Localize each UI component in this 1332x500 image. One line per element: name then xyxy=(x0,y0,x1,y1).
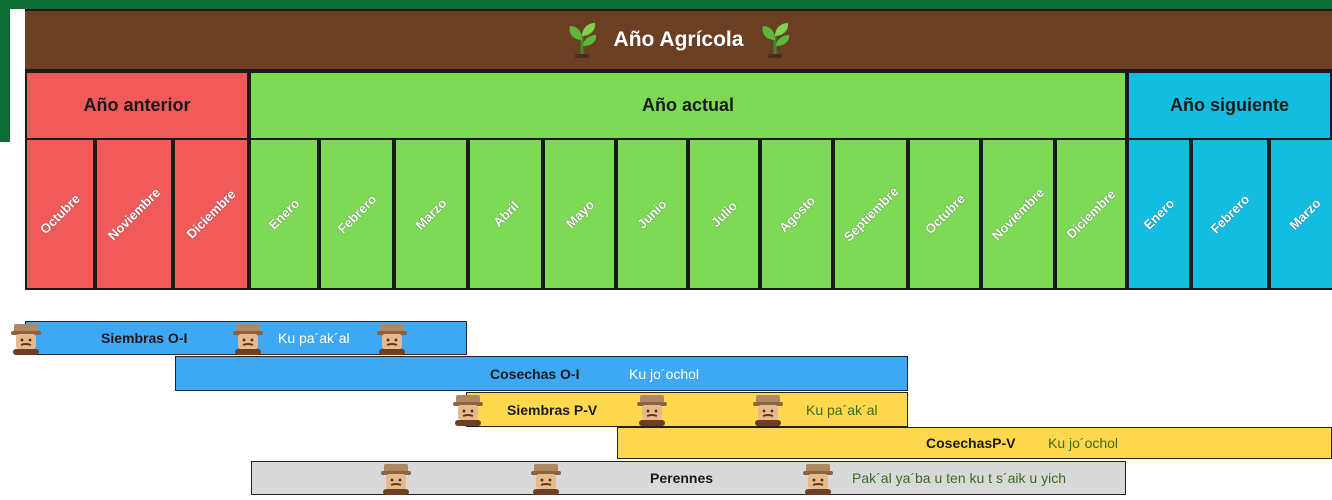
month-cell-octubre: Octubre xyxy=(25,140,95,290)
month-label: Marzo xyxy=(1285,195,1324,233)
farmer-face-icon xyxy=(752,392,784,426)
month-cell-noviembre: Noviembre xyxy=(95,140,173,290)
farmer-face-icon xyxy=(380,461,412,495)
header-current-label: Año actual xyxy=(641,95,734,115)
bar-label: Cosechas O-I xyxy=(490,365,580,382)
month-label: Enero xyxy=(1140,195,1178,233)
bar-maya-text: Ku pa´ak´al xyxy=(278,330,350,346)
header-prev-label: Año anterior xyxy=(83,95,191,115)
month-cell-enero: Enero xyxy=(1127,140,1191,290)
month-cell-agosto: Agosto xyxy=(760,140,833,290)
month-cell-abril: Abril xyxy=(468,140,543,290)
bar-label: CosechasP-V xyxy=(926,435,1016,451)
month-label: Octubre xyxy=(921,191,968,237)
month-cell-septiembre: Septiembre xyxy=(833,140,908,290)
month-cell-enero: Enero xyxy=(249,140,319,290)
header-prev-year: Año anterior xyxy=(25,71,249,140)
farmer-face-icon xyxy=(636,392,668,426)
month-label: Febrero xyxy=(1207,191,1253,237)
month-cell-octubre: Octubre xyxy=(908,140,981,290)
farmer-face-icon xyxy=(452,392,484,426)
seedling-icon xyxy=(762,23,790,58)
bar-maya-text: Ku jo´ochol xyxy=(1048,435,1119,451)
bar-maya-text: Ku jo´ochol xyxy=(629,365,700,382)
month-label: Junio xyxy=(634,196,670,232)
bar-label: Siembras O-I xyxy=(101,330,188,346)
month-label: Abril xyxy=(489,198,522,230)
month-label: Marzo xyxy=(412,195,450,233)
header-next-year: Año siguiente xyxy=(1127,71,1332,140)
bar-maya-text: Pak´al ya´ba u ten ku t s´aik u yich xyxy=(852,470,1066,486)
month-cell-marzo: Marzo xyxy=(394,140,468,290)
month-label: Octubre xyxy=(37,191,83,237)
month-label: Agosto xyxy=(775,192,818,236)
bar-siembras-pv: Siembras P-V Ku pa´ak´al xyxy=(466,392,908,427)
month-cell-febrero: Febrero xyxy=(319,140,394,290)
month-label: Julio xyxy=(707,197,741,231)
month-label: Mayo xyxy=(562,196,597,232)
farmer-face-icon xyxy=(232,321,264,355)
title-bar: Año Agrícola xyxy=(25,9,1332,71)
month-label: Noviembre xyxy=(104,184,164,244)
farmer-face-icon xyxy=(530,461,562,495)
month-cell-marzo: Marzo xyxy=(1269,140,1332,290)
farmer-face-icon xyxy=(802,461,834,495)
bar-cosechas-pv: CosechasP-V Ku jo´ochol xyxy=(617,427,1332,459)
left-green-strip xyxy=(0,0,10,142)
farmer-face-icon xyxy=(376,321,408,355)
farmer-face-icon xyxy=(10,321,42,355)
bar-label: Siembras P-V xyxy=(507,401,598,418)
page-title: Año Agrícola xyxy=(613,28,744,51)
month-label: Noviembre xyxy=(988,184,1048,244)
month-label: Septiembre xyxy=(840,183,901,245)
month-cell-diciembre: Diciembre xyxy=(1055,140,1127,290)
header-current-year: Año actual xyxy=(249,71,1127,140)
month-label: Enero xyxy=(265,195,303,233)
month-cell-julio: Julio xyxy=(688,140,760,290)
bar-maya-text: Ku pa´ak´al xyxy=(806,401,878,418)
month-cell-mayo: Mayo xyxy=(543,140,616,290)
month-label: Diciembre xyxy=(183,186,239,242)
month-label: Febrero xyxy=(334,191,379,237)
top-green-strip xyxy=(0,0,1332,9)
month-cell-febrero: Febrero xyxy=(1191,140,1269,290)
bar-label: Perennes xyxy=(650,470,714,486)
month-cell-noviembre: Noviembre xyxy=(981,140,1055,290)
month-label: Diciembre xyxy=(1063,186,1119,242)
month-cell-diciembre: Diciembre xyxy=(173,140,249,290)
bar-cosechas-oi: Cosechas O-I Ku jo´ochol xyxy=(175,356,908,391)
header-next-label: Año siguiente xyxy=(1169,95,1289,115)
month-cell-junio: Junio xyxy=(616,140,688,290)
seedling-icon xyxy=(569,23,596,58)
